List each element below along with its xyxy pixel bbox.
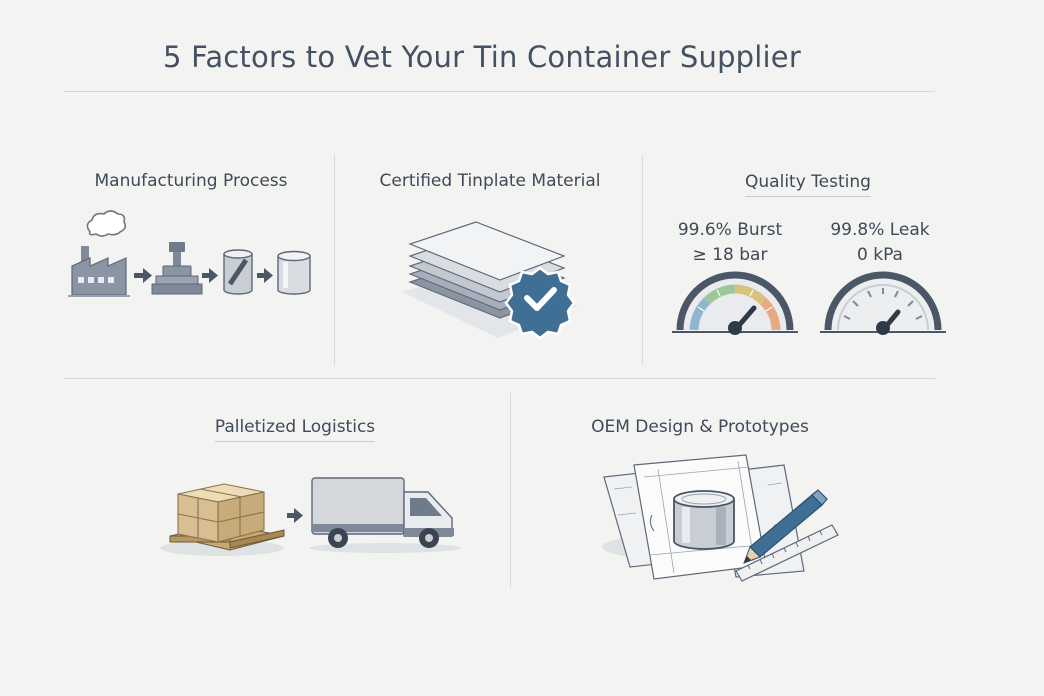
tinplate-sheets-illustration [402,221,578,340]
divider-vertical-1 [334,155,335,365]
delivery-truck-icon [309,477,461,553]
finished-can-icon [277,250,311,295]
manufacturing-label: Manufacturing Process [94,171,288,191]
burst-stat-rate: 99.6% Burst [677,220,783,240]
pencil-icon [743,489,828,564]
factory-icon [68,246,130,297]
smoke-icon [86,210,127,237]
quality-label-text: Quality Testing [745,172,871,197]
burst-gauge-icon [672,271,798,335]
oem-design-illustration [602,454,839,582]
ruler-icon [735,524,839,582]
material-label: Certified Tinplate Material [379,171,601,191]
title-divider [64,91,935,92]
logistics-label-text: Palletized Logistics [214,417,376,442]
leak-stat-pressure: 0 kPa [857,245,903,265]
row-divider [64,378,935,379]
certified-badge-icon [504,266,576,340]
quality-label: Quality Testing [658,172,958,197]
logistics-label: Palletized Logistics [160,417,430,442]
burst-stat-pressure: ≥ 18 bar [692,245,768,265]
palletized-logistics-illustration [160,477,461,556]
divider-vertical-2 [642,155,643,365]
arrow-right-icon [134,268,152,283]
manufacturing-process-illustration [68,210,311,297]
boxes-icon [177,483,265,543]
leak-stat: 99.8% Leak 0 kPa [810,218,950,268]
arrow-right-icon [202,268,218,283]
burst-stat: 99.6% Burst ≥ 18 bar [660,218,800,268]
page-title: 5 Factors to Vet Your Tin Container Supp… [163,40,801,74]
tin-can-icon [673,490,735,550]
oem-label: OEM Design & Prototypes [591,417,809,437]
open-can-icon [223,249,253,295]
leak-gauge-icon [820,271,946,335]
arrow-right-icon [257,268,273,283]
leak-stat-rate: 99.8% Leak [830,220,930,240]
arrow-right-icon [287,508,303,523]
divider-vertical-3 [510,393,511,588]
press-machine-icon [151,242,203,295]
